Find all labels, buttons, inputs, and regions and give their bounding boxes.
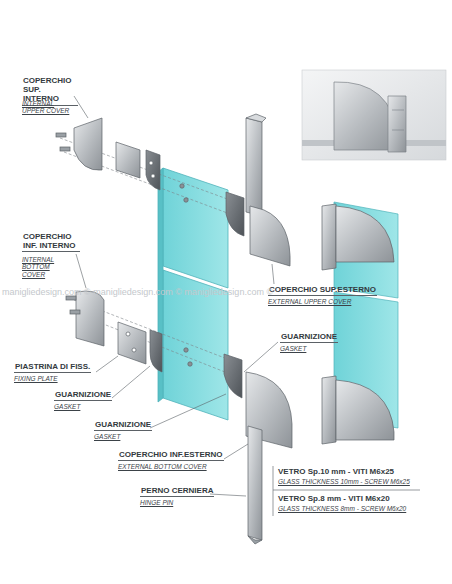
part-label: COPERCHIO SUP.ESTERNO — [268, 285, 377, 296]
part-label: GUARNIZIONE — [280, 332, 338, 343]
inset-photo — [302, 70, 446, 160]
spec-note-english: GLASS THICKNESS 8mm - SCREW M6x20 — [278, 505, 406, 512]
part-label: PERNO CERNIERA — [140, 486, 214, 497]
part-label-english: GASKET — [280, 345, 306, 352]
part-label-english: INTERNAL BOTTOM COVER — [22, 256, 74, 278]
part-label: GUARNIZIONE — [94, 420, 152, 431]
spec-note: VETRO Sp.10 mm - VITI M6x25 — [278, 467, 394, 476]
part-label: COPERCHIO INF.ESTERNO — [118, 450, 224, 461]
watermark: manigliedesign.com © manigliedesign.com … — [2, 287, 273, 297]
part-label-english: FIXING PLATE — [14, 375, 58, 382]
part-label-english: GASKET — [94, 433, 120, 440]
part-label-english: HINGE PIN — [140, 499, 173, 506]
axis-line — [60, 138, 230, 374]
part-label: COPERCHIO INF. INTERNO — [22, 232, 80, 252]
part-label-english: GASKET — [54, 403, 80, 410]
spec-note-english: GLASS THICKNESS 10mm - SCREW M6x25 — [278, 478, 410, 485]
part-label-english: EXTERNAL BOTTOM COVER — [118, 463, 207, 470]
upper-hinge-parts — [56, 114, 290, 266]
part-label: GUARNIZIONE — [54, 390, 112, 401]
assembled-view — [322, 202, 398, 444]
note-bracket — [273, 466, 420, 516]
part-label-english: INTERNAL UPPER COVER — [22, 100, 72, 115]
part-label-english: EXTERNAL UPPER COVER — [268, 298, 351, 305]
lower-hinge-parts — [66, 291, 292, 544]
part-label: PIASTRINA DI FISS. — [14, 362, 91, 373]
spec-note: VETRO Sp.8 mm - VITI M6x20 — [278, 494, 390, 503]
